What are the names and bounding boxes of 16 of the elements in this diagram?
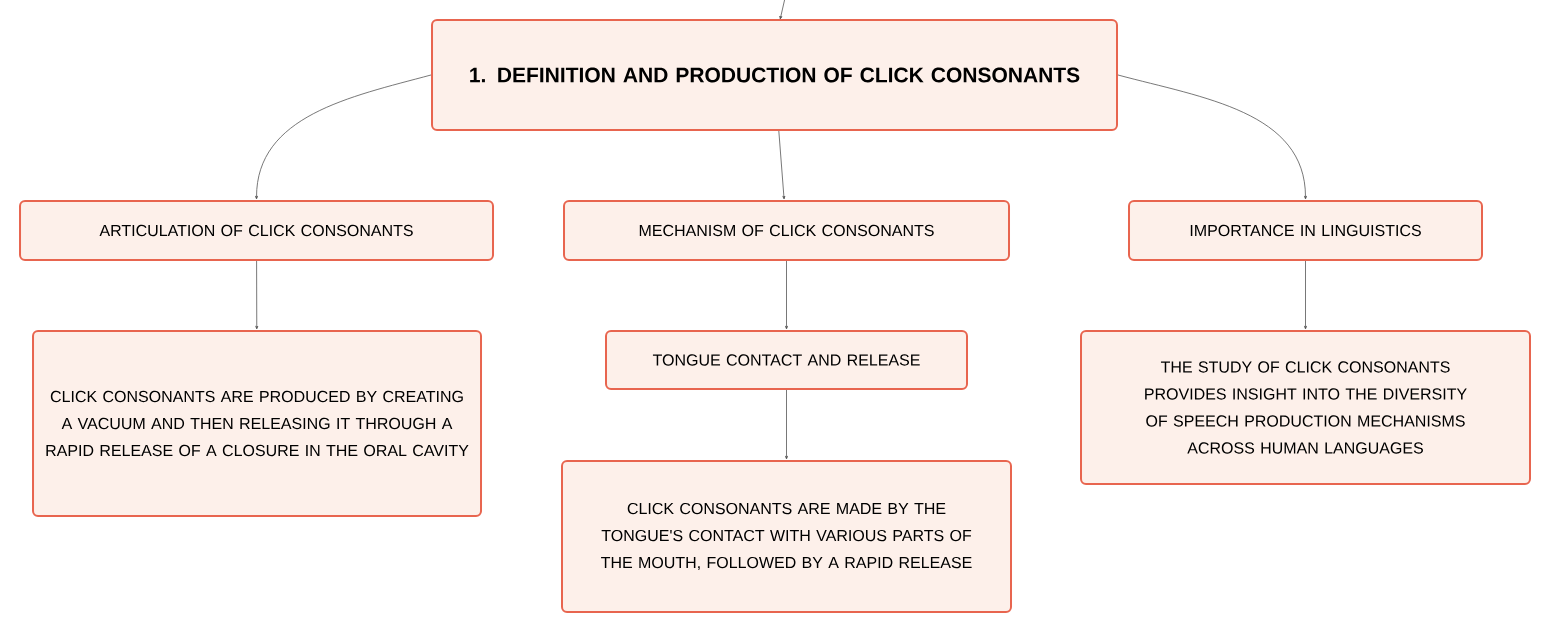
subtopic-box: ARTICULATION OF CLICK CONSONANTS: [19, 200, 494, 261]
subtopic-box: CLICK CONSONANTS ARE PRODUCED BY CREATING A VACUUM AND THEN RELEASING IT THROUGH A RAPID RELEASE OF A CLOSURE IN THE ORAL CAVITY: [32, 330, 482, 517]
arrow: [778, 130, 786, 200]
subtopic-box: IMPORTANCE IN LINGUISTICS: [1128, 200, 1483, 261]
arrow: [779, 0, 786, 20]
topic-box: 1. DEFINITION AND PRODUCTION OF CLICK CONSONANTS: [431, 19, 1118, 131]
arrow: [1304, 260, 1307, 330]
arrow: [785, 260, 788, 330]
subtopic-box: THE STUDY OF CLICK CONSONANTS PROVIDES INSIGHT INTO THE DIVERSITY OF SPEECH PRODUCTION MECHANISMS ACROSS HUMAN LANGUAGES: [1080, 330, 1531, 485]
subtopic-box: TONGUE CONTACT AND RELEASE: [605, 330, 968, 390]
subtopic-box: CLICK CONSONANTS ARE MADE BY THE TONGUE'S CONTACT WITH VARIOUS PARTS OF THE MOUTH, FOLLOWED BY A RAPID RELEASE: [561, 460, 1012, 613]
subtopic-box: MECHANISM OF CLICK CONSONANTS: [563, 200, 1010, 261]
arrow: [785, 389, 788, 460]
arrow: [255, 74, 432, 200]
arrow: [255, 260, 259, 330]
arrow: [1117, 74, 1307, 200]
